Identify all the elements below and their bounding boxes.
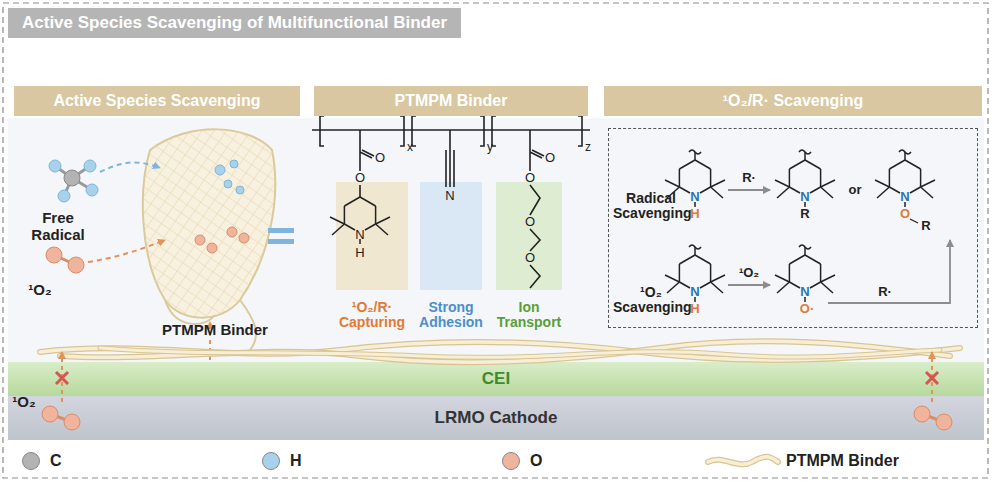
legend-swatch (502, 452, 520, 470)
atom-label: N (690, 285, 699, 299)
atom-label: O (375, 151, 385, 165)
atom-label: N (445, 189, 454, 203)
cathode-layer: LRMO Cathode (8, 396, 984, 440)
atom-label: z (585, 141, 591, 154)
atom-label: R· (878, 285, 892, 299)
atom-label: N (355, 228, 364, 242)
node-label: Active Species Scavenging (53, 92, 260, 110)
atom-label: H (355, 246, 364, 260)
section-header: Active Species Scavenging (14, 86, 300, 116)
atom-label: H (690, 302, 699, 316)
label: ¹O₂ (12, 394, 35, 411)
atom-label: or (849, 183, 862, 197)
atom-label: O· (800, 302, 814, 316)
label: Ion Transport (493, 300, 565, 331)
label: Free Radical (18, 210, 98, 243)
atom-label: N (690, 190, 699, 204)
label: Strong Adhesion (416, 300, 486, 331)
atom-label: O (355, 171, 365, 185)
legend-label: O (530, 452, 542, 470)
legend-label: PTMPM Binder (786, 452, 899, 470)
legend-label: H (290, 452, 302, 470)
title-banner: Active Species Scavenging of Multifuncti… (8, 8, 461, 38)
scheme-label: Radical Scavenging (613, 191, 689, 222)
legend-label: C (50, 452, 62, 470)
title: Active Species Scavenging of Multifuncti… (22, 13, 447, 33)
atom-label: y (487, 141, 493, 154)
atom-label: O (525, 171, 535, 185)
section-header: ¹O₂/R· Scavenging (604, 86, 982, 116)
node-label: PTMPM Binder (395, 92, 508, 110)
atom-label: x (407, 141, 413, 154)
label: ¹O₂ (28, 282, 51, 299)
cei-layer: CEI (8, 362, 984, 396)
label: ¹O₂/R· Capturing (327, 300, 417, 331)
atom-label: O (900, 207, 910, 221)
legend-swatch (262, 452, 280, 470)
label: PTMPM Binder (162, 322, 268, 339)
atom-label: O (525, 215, 535, 229)
node-label: LRMO Cathode (435, 408, 558, 428)
atom-label: O (545, 151, 555, 165)
atom-label: N (800, 190, 809, 204)
atom-label: O (525, 251, 535, 265)
atom-label: R (800, 207, 809, 221)
atom-label: R· (742, 171, 756, 185)
atom-label: ¹O₂ (739, 266, 759, 280)
atom-label: N (900, 190, 909, 204)
scheme-label: ¹O₂ Scavenging (613, 285, 689, 316)
node-label: CEI (482, 369, 510, 389)
atom-label: H (690, 207, 699, 221)
section-header: PTMPM Binder (314, 86, 588, 116)
atom-label: R (921, 219, 930, 233)
legend-swatch (22, 452, 40, 470)
atom-label: N (800, 285, 809, 299)
node-label: ¹O₂/R· Scavenging (723, 92, 863, 110)
